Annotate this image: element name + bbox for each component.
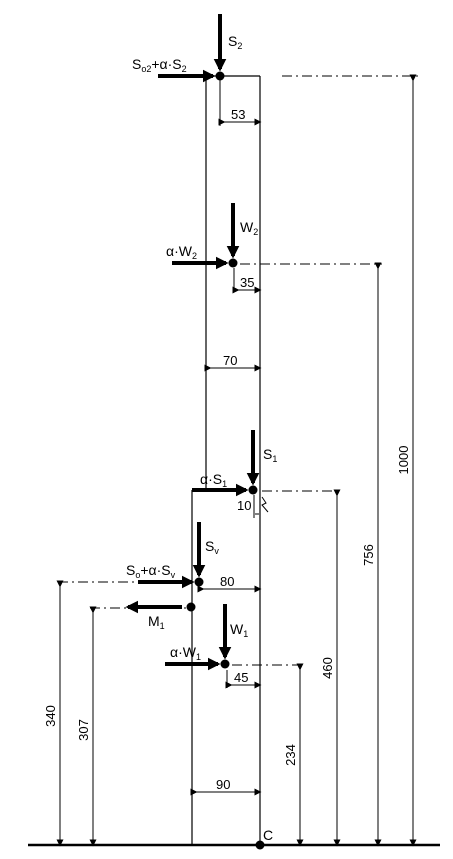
label-sv: Sv	[205, 538, 219, 556]
dim-80: 80	[220, 574, 234, 589]
dim-70: 70	[223, 353, 237, 368]
load-point-w2	[228, 258, 238, 268]
dim-10: 10	[237, 498, 251, 513]
label-alpha-s1: α·S1	[200, 471, 227, 489]
point-c	[255, 840, 265, 850]
break-mark	[261, 496, 269, 513]
label-so2-alpha-s2: So2+α·S2	[132, 56, 187, 74]
vertical-dimensions	[56, 74, 417, 847]
dim-1000: 1000	[396, 446, 411, 475]
label-alpha-w2: α·W2	[166, 243, 197, 261]
dim-340: 340	[43, 705, 58, 727]
load-point-w1	[220, 659, 230, 669]
dim-53: 53	[231, 107, 245, 122]
label-point-c: C	[263, 827, 273, 843]
dim-756: 756	[361, 544, 376, 566]
dim-90: 90	[216, 777, 230, 792]
label-so-alpha-sv: So+α·Sv	[126, 562, 176, 580]
label-s1: S1	[263, 446, 277, 464]
label-m1: M1	[148, 613, 165, 631]
label-w1: W1	[230, 621, 248, 639]
reference-lines	[58, 75, 420, 666]
horizontal-dimensions	[190, 80, 262, 796]
dim-307: 307	[76, 719, 91, 741]
dim-35: 35	[240, 275, 254, 290]
load-point-s2	[215, 71, 225, 81]
dim-234: 234	[283, 744, 298, 766]
load-point-s1	[248, 485, 258, 495]
column-outline	[191, 75, 261, 845]
dim-45: 45	[234, 670, 248, 685]
dim-460: 460	[320, 657, 335, 679]
label-w2: W2	[240, 219, 258, 237]
label-alpha-w1: α·W1	[170, 644, 201, 662]
load-point-m1	[186, 602, 196, 612]
label-s2: S2	[228, 33, 242, 51]
